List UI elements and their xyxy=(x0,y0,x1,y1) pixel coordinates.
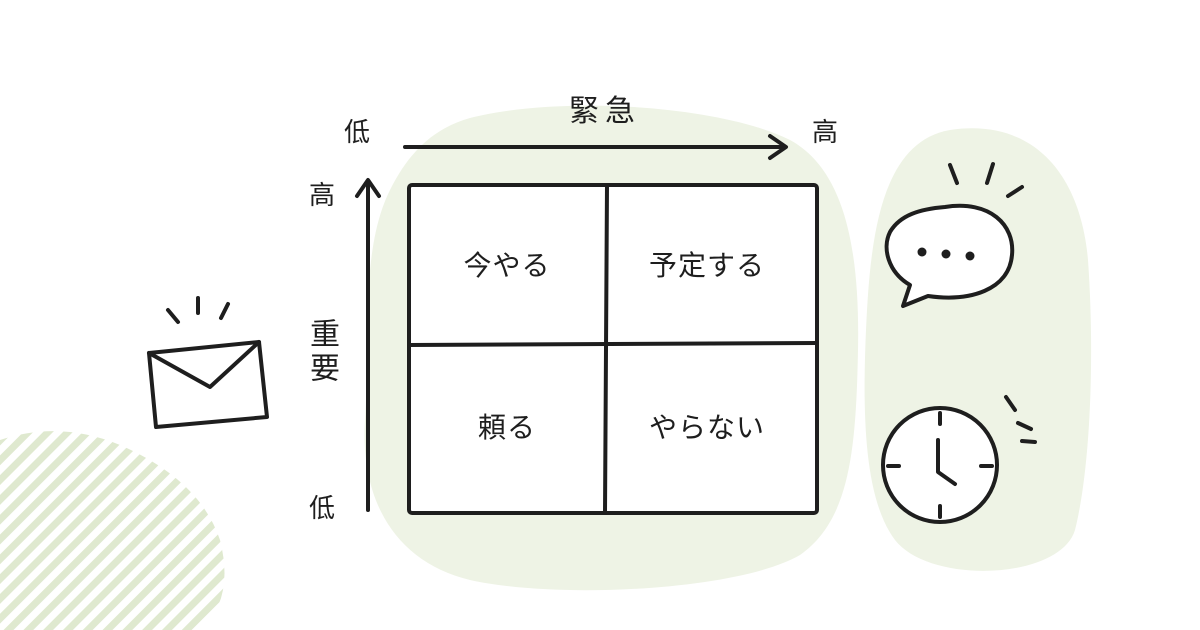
x-axis-low-label: 低 xyxy=(344,118,371,148)
y-axis-low-label: 低 xyxy=(309,494,336,524)
x-axis-arrow xyxy=(403,134,788,160)
speech-bubble-icon xyxy=(884,162,1024,308)
matrix-grid xyxy=(407,183,819,515)
quadrant-delegate: 頼る xyxy=(477,411,536,444)
quadrant-do-now: 今やる xyxy=(463,249,551,282)
y-axis-title: 重要 xyxy=(304,318,339,386)
y-axis-high-label: 高 xyxy=(309,181,336,211)
clock-icon xyxy=(881,395,1037,524)
quadrant-dont-do: やらない xyxy=(648,411,765,444)
hatch-decoration xyxy=(0,431,225,630)
y-axis-arrow xyxy=(355,178,381,512)
x-axis-title: 緊急 xyxy=(569,94,641,129)
envelope-icon xyxy=(147,296,269,429)
x-axis-high-label: 高 xyxy=(812,118,839,148)
quadrant-schedule: 予定する xyxy=(648,249,765,282)
